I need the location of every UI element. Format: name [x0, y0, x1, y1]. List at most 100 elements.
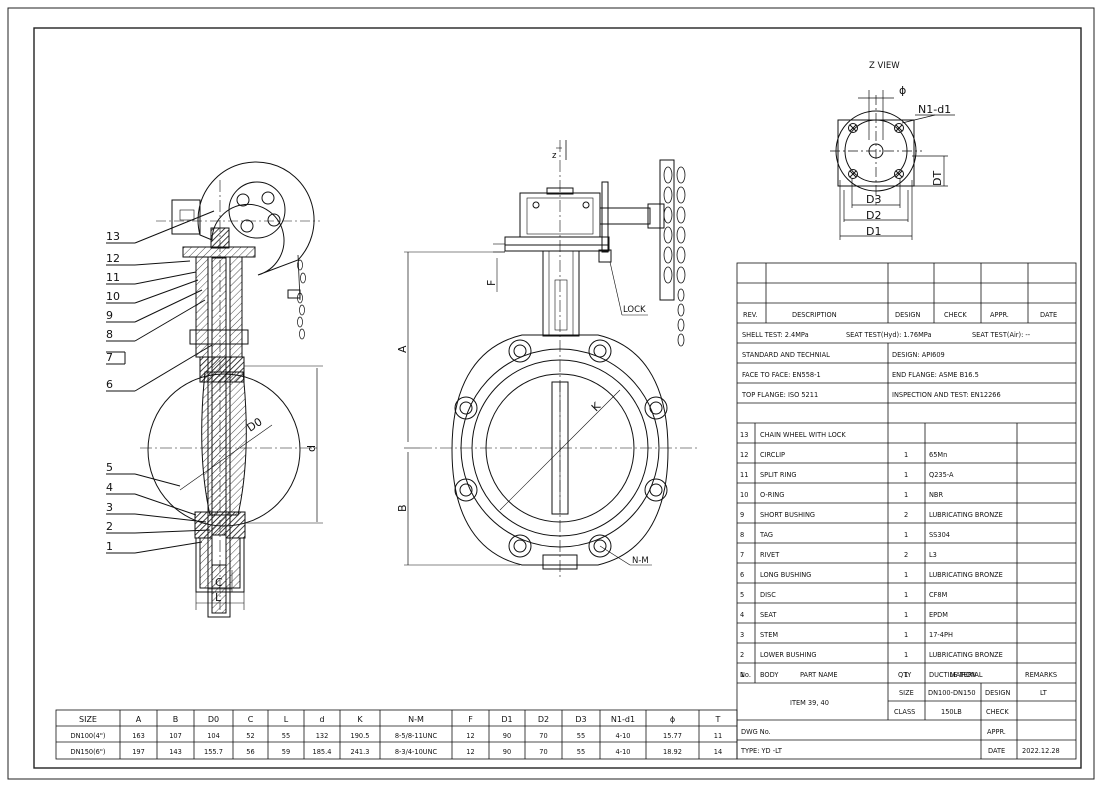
table-cell: 8-3/4-10UNC	[395, 748, 438, 756]
table-cell: 143	[169, 748, 182, 756]
table-cell: 12	[466, 748, 474, 756]
part-no: 13	[740, 431, 748, 439]
part-qty: 1	[904, 471, 908, 479]
table-cell: 55	[577, 732, 585, 740]
table-cell: 107	[169, 732, 182, 740]
table-header-cell: F	[468, 715, 473, 724]
part-qty: 2	[904, 511, 908, 519]
part-material: 17-4PH	[929, 631, 953, 639]
face-to-face: FACE TO FACE: EN558-1	[742, 371, 821, 379]
part-name: TAG	[759, 531, 773, 539]
table-cell: 4-10	[616, 732, 631, 740]
design-header: DESIGN	[895, 311, 920, 319]
table-header-cell: ϕ	[670, 715, 675, 724]
part-qty: 1	[904, 671, 908, 679]
parts-name-header: PART NAME	[800, 671, 838, 679]
table-cell: 52	[246, 732, 254, 740]
part-name: SHORT BUSHING	[760, 511, 815, 519]
table-cell: DN150(6")	[71, 748, 106, 756]
type-label: TYPE: YD -LT	[740, 747, 783, 755]
balloon-7: 7	[106, 351, 113, 364]
design-value: LT	[1040, 689, 1048, 697]
balloon-3: 3	[106, 501, 113, 514]
standard-label: STANDARD AND TECHNIAL	[742, 351, 830, 359]
balloon-8: 8	[106, 328, 113, 341]
balloon-4: 4	[106, 481, 113, 494]
part-name: RIVET	[760, 551, 780, 559]
table-cell: DN100(4")	[71, 732, 106, 740]
table-cell: 132	[316, 732, 329, 740]
table-cell: 15.77	[663, 732, 682, 740]
part-name: LONG BUSHING	[760, 571, 811, 579]
part-qty: 1	[904, 531, 908, 539]
balloon-10: 10	[106, 290, 120, 303]
shell-test: SHELL TEST: 2.4MPa	[742, 331, 809, 339]
front-f-label: F	[485, 280, 498, 286]
part-material: NBR	[929, 491, 943, 499]
part-no: 6	[740, 571, 744, 579]
parts-qty-header: QTY	[898, 671, 912, 679]
part-qty: 1	[904, 451, 908, 459]
parts-no-header: No.	[740, 671, 751, 679]
part-qty: 1	[904, 491, 908, 499]
part-no: 7	[740, 551, 744, 559]
part-qty: 1	[904, 651, 908, 659]
front-b-label: B	[396, 504, 409, 512]
table-cell: 155.7	[204, 748, 223, 756]
table-cell: 8-5/8-11UNC	[395, 732, 438, 740]
section-d0-label: D0	[245, 415, 265, 434]
check-label: CHECK	[986, 708, 1009, 716]
item-text: ITEM 39, 40	[790, 699, 829, 707]
table-header-cell: L	[284, 715, 289, 724]
class-label: CLASS	[894, 708, 915, 716]
table-cell: 11	[714, 732, 722, 740]
table-header-cell: A	[136, 715, 142, 724]
table-header-cell: D2	[538, 715, 549, 724]
part-material: L3	[929, 551, 937, 559]
design-standard: DESIGN: API609	[892, 351, 945, 359]
dimension-table-grid	[55, 709, 738, 760]
table-cell: 190.5	[351, 732, 370, 740]
outer-frame	[7, 7, 1095, 780]
parts-remarks-header: REMARKS	[1025, 671, 1057, 679]
rev-header: REV.	[743, 311, 758, 319]
part-material: EPDM	[929, 611, 948, 619]
section-l-label: L	[215, 591, 222, 604]
table-header-cell: N-M	[408, 715, 424, 724]
part-material: Q235-A	[929, 471, 954, 479]
part-no: 10	[740, 491, 748, 499]
part-name: SPLIT RING	[760, 471, 796, 479]
table-cell: 12	[466, 732, 474, 740]
table-header-cell: D1	[501, 715, 512, 724]
date-value: 2022.12.28	[1022, 747, 1060, 755]
balloon-2: 2	[106, 520, 113, 533]
part-qty: 1	[904, 611, 908, 619]
balloon-13: 13	[106, 230, 120, 243]
table-cell: 185.4	[313, 748, 332, 756]
z-view-n1d1-label: N1-d1	[918, 103, 951, 116]
appr-label: APPR.	[987, 728, 1006, 736]
part-name: CHAIN WHEEL WITH LOCK	[760, 431, 846, 439]
part-no: 8	[740, 531, 744, 539]
design-label: DESIGN	[985, 689, 1010, 697]
title-block	[736, 262, 1077, 760]
table-header-cell: D0	[208, 715, 219, 724]
table-cell: 55	[282, 732, 290, 740]
title-block-text: REV. DESCRIPTION DESIGN CHECK APPR. DATE…	[741, 311, 1057, 399]
table-cell: 55	[577, 748, 585, 756]
front-a-label: A	[396, 345, 409, 353]
table-cell: 197	[132, 748, 145, 756]
part-name: STEM	[760, 631, 778, 639]
table-cell: 90	[503, 748, 511, 756]
section-c-label: C	[215, 576, 223, 589]
balloon-11: 11	[106, 271, 120, 284]
table-cell: 70	[539, 732, 547, 740]
table-header-cell: D3	[575, 715, 586, 724]
table-cell: 18.92	[663, 748, 682, 756]
section-view	[106, 161, 323, 618]
z-view-d2-label: D2	[866, 209, 881, 222]
table-cell: 4-10	[616, 748, 631, 756]
part-name: DISC	[760, 591, 776, 599]
